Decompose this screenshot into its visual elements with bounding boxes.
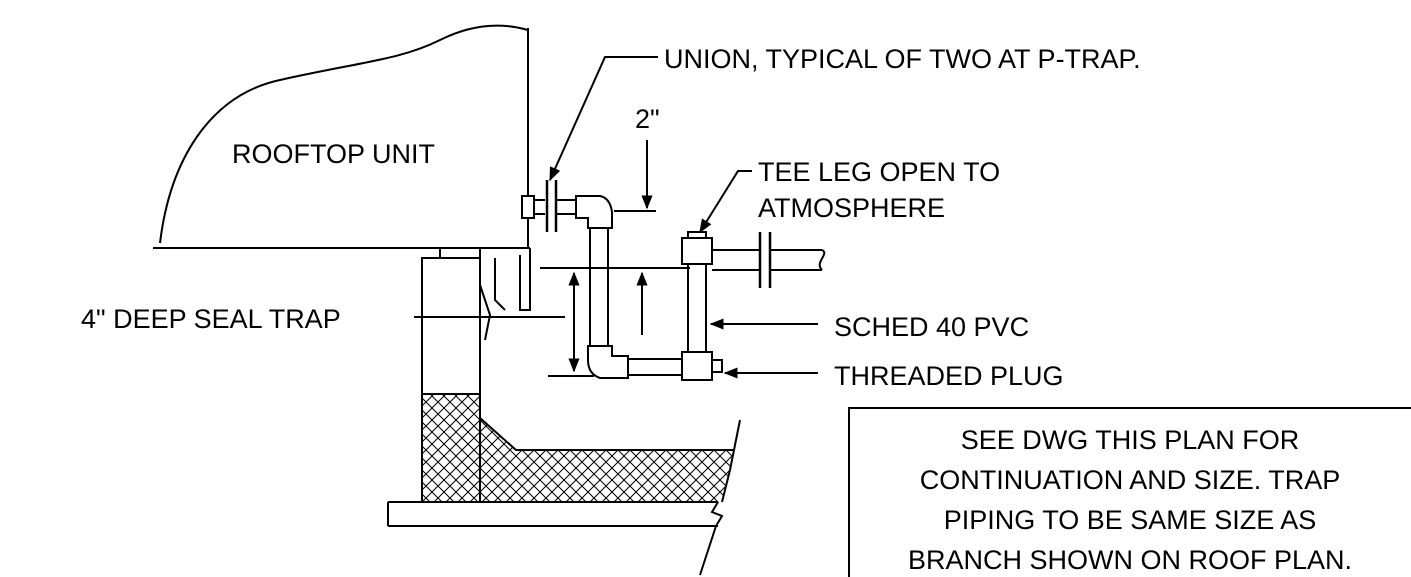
p-trap-piping xyxy=(521,180,826,381)
note-box: SEE DWG THIS PLAN FOR CONTINUATION AND S… xyxy=(848,407,1411,577)
insulation-hatch-vertical xyxy=(423,394,479,502)
dimension-2in xyxy=(614,140,656,212)
tee-leg-label-line1: TEE LEG OPEN TO xyxy=(758,157,1000,187)
deep-seal-trap-label: 4" DEEP SEAL TRAP xyxy=(81,304,341,334)
dimension-seal-depth xyxy=(540,267,690,377)
dimension-2in-label: 2" xyxy=(635,104,660,134)
note-line-1: SEE DWG THIS PLAN FOR xyxy=(961,425,1300,455)
tee-leg-label-line2: ATMOSPHERE xyxy=(758,193,945,223)
rooftop-unit-label: ROOFTOP UNIT xyxy=(232,139,435,169)
pipe-material-label: SCHED 40 PVC xyxy=(834,312,1029,342)
note-line-4: BRANCH SHOWN ON ROOF PLAN. xyxy=(908,545,1352,575)
roof-deck xyxy=(387,501,724,576)
note-line-2: CONTINUATION AND SIZE. TRAP xyxy=(920,465,1341,495)
threaded-plug-label: THREADED PLUG xyxy=(834,361,1064,391)
roof-insulation xyxy=(479,417,741,503)
note-line-3: PIPING TO BE SAME SIZE AS xyxy=(944,505,1317,535)
tee-leg-leader xyxy=(699,170,752,234)
union-label: UNION, TYPICAL OF TWO AT P-TRAP. xyxy=(664,44,1141,74)
union-leader xyxy=(549,56,658,182)
